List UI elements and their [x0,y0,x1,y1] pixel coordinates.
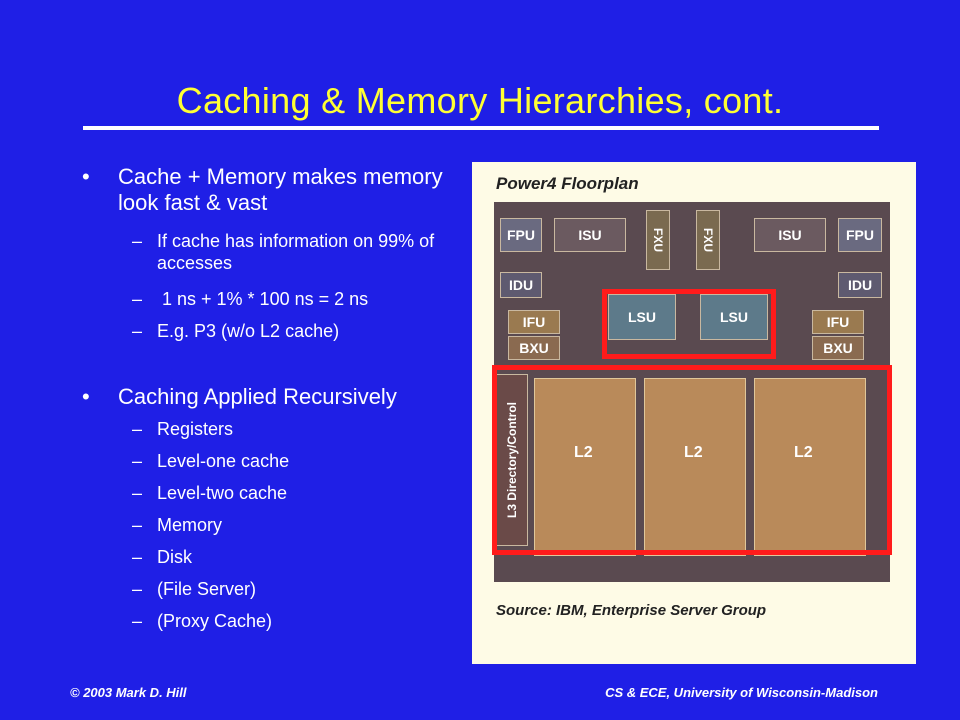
dash-glyph: – [132,579,143,599]
l2-cache-block-2 [644,378,746,556]
unit-idu-left: IDU [500,272,542,298]
sub-bullet-text: Disk [157,547,192,567]
figure-source: Source: IBM, Enterprise Server Group [496,602,767,619]
unit-bxu-left: BXU [508,336,560,360]
bullet-glyph: • [82,164,90,189]
dash-glyph: – [132,289,143,309]
unit-ifu-right: IFU [812,310,864,334]
dash-glyph: – [132,419,143,439]
unit-lsu-right: LSU [700,294,768,340]
dash-glyph: – [132,321,143,341]
l2-label-1: L2 [574,444,593,461]
unit-fpu-left: FPU [500,218,542,252]
sub-bullet-text: Registers [157,419,234,439]
unit-ifu-left: IFU [508,310,560,334]
sub-bullet-text: 1 ns + 1% * 100 ns = 2 ns [157,289,369,309]
title-underline [83,126,879,130]
bullet-text: Cache + Memory makes memory look fast & … [118,164,443,215]
die-photo: FPU ISU FXU FXU ISU FPU IDU IDU LSU LSU … [494,202,890,582]
sub-bullet-text: If cache has information on 99% of acces… [157,231,435,273]
unit-idu-right: IDU [838,272,882,298]
slide-title: Caching & Memory Hierarchies, cont. [176,80,784,121]
sub-bullet-text: (File Server) [157,579,257,599]
figure-title: Power4 Floorplan [496,174,639,193]
sub-bullet-text: Level-one cache [157,451,290,471]
dash-glyph: – [132,231,143,251]
unit-fxu-left: FXU [646,210,670,270]
unit-fxu-right: FXU [696,210,720,270]
sub-bullet-text: Memory [157,515,223,535]
l2-cache-block-3 [754,378,866,556]
l2-highlight-box [492,365,892,555]
lsu-highlight-box [602,289,776,359]
bullet-glyph: • [82,384,90,409]
sub-bullet-text: E.g. P3 (w/o L2 cache) [157,321,340,341]
bullet-text: Caching Applied Recursively [118,384,397,409]
unit-isu-left: ISU [554,218,626,252]
floorplan-figure: Power4 Floorplan FPU ISU FXU FXU ISU FPU… [472,162,916,664]
dash-glyph: – [132,611,143,631]
footer-affiliation: CS & ECE, University of Wisconsin-Madiso… [605,685,878,700]
l2-cache-block-1 [534,378,636,556]
l2-label-3: L2 [794,444,813,461]
dash-glyph: – [132,547,143,567]
sub-bullet-text: Level-two cache [157,483,288,503]
dash-glyph: – [132,515,143,535]
l2-label-2: L2 [684,444,703,461]
footer-copyright: © 2003 Mark D. Hill [70,685,187,700]
unit-lsu-left: LSU [608,294,676,340]
unit-fpu-right: FPU [838,218,882,252]
unit-bxu-right: BXU [812,336,864,360]
unit-isu-right: ISU [754,218,826,252]
dash-glyph: – [132,451,143,471]
dash-glyph: – [132,483,143,503]
sub-bullet-text: (Proxy Cache) [157,611,273,631]
